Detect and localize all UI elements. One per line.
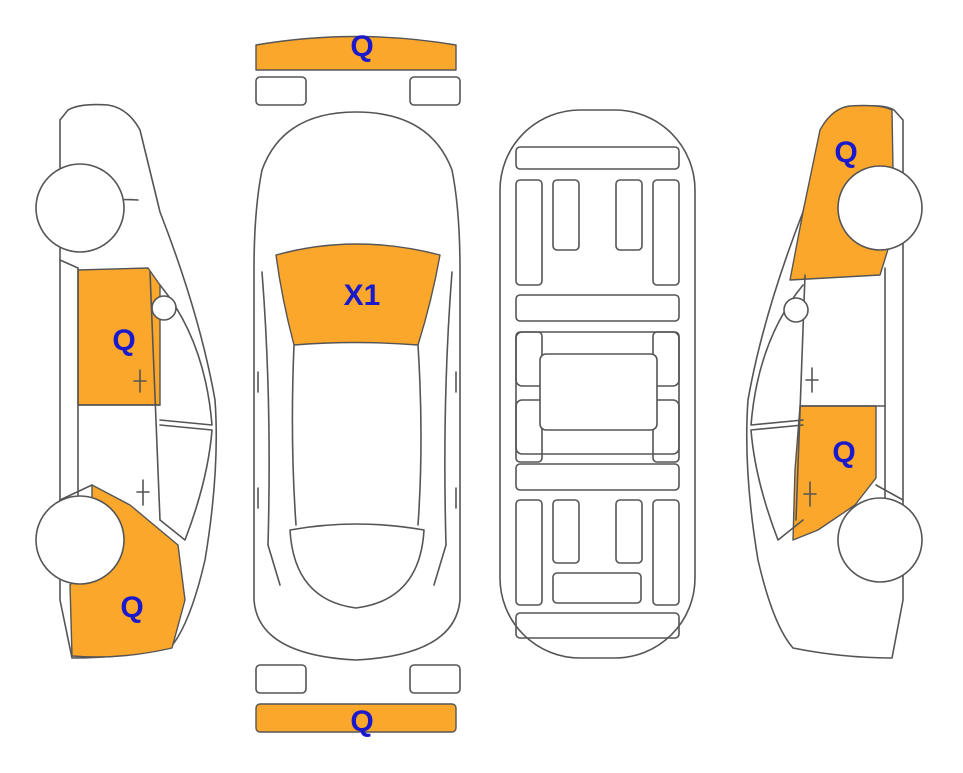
underbody-rear-floor-bar [515,463,680,491]
right-side-rear-window [750,424,804,541]
rear-bumper-damage [255,703,457,733]
underbody-right-rear-panel [615,499,643,564]
car-top-view [253,35,461,733]
underbody-left-rear-rail [515,499,543,606]
rear-bumper-label: Q [350,705,373,738]
front-left-headlight [255,76,307,106]
windshield-label: X1 [344,279,381,312]
rear-right-taillight [409,664,461,694]
front-right-headlight [409,76,461,106]
left-side-rear-window [159,424,213,541]
underbody-front-crossmember [515,146,680,170]
car-underbody-view [499,109,696,659]
car-left-side-view [35,103,218,659]
rear-left-taillight [255,664,307,694]
underbody-center-panel [539,353,658,431]
right-front-wheel [837,497,923,583]
left-rear-quarter-label: Q [120,591,143,624]
top-view-roof-left [291,344,297,526]
left-side-sill [59,259,93,501]
underbody-rear-crossmember [515,612,680,639]
underbody-left-rear-panel [552,499,580,564]
right-rear-door-label: Q [832,436,855,469]
left-front-wheel [35,163,125,253]
underbody-rear-crossbar [552,572,642,604]
front-bumper-label: Q [350,30,373,63]
underbody-right-front-panel [615,179,643,251]
top-view-right-pillar [433,271,453,586]
left-rear-door-handle [136,479,150,506]
left-front-door-label: Q [112,324,135,357]
top-view-roof-right [417,344,422,526]
underbody-front-floor-bar [515,294,680,322]
underbody-right-front-rail [652,179,680,286]
left-rear-wheel [35,495,125,585]
right-rear-door-damage [792,405,877,541]
top-view-left-pillar [261,271,281,586]
underbody-left-front-panel [552,179,580,251]
right-front-door-handle [805,367,819,393]
top-view-rear-window [289,523,425,609]
left-side-door-line [149,271,161,521]
right-rear-door-handle [803,481,817,507]
right-rear-wheel [837,165,923,251]
top-view-body-outline [253,111,461,661]
right-rear-quarter-label: Q [834,136,857,169]
left-front-door-handle [133,369,147,393]
front-bumper-damage [255,35,457,71]
left-side-mirror [151,295,177,321]
car-right-side-view [745,104,923,659]
underbody-right-rear-rail [652,499,680,606]
underbody-left-front-rail [515,179,543,286]
right-side-sill [875,484,904,501]
right-side-mirror [783,297,809,323]
